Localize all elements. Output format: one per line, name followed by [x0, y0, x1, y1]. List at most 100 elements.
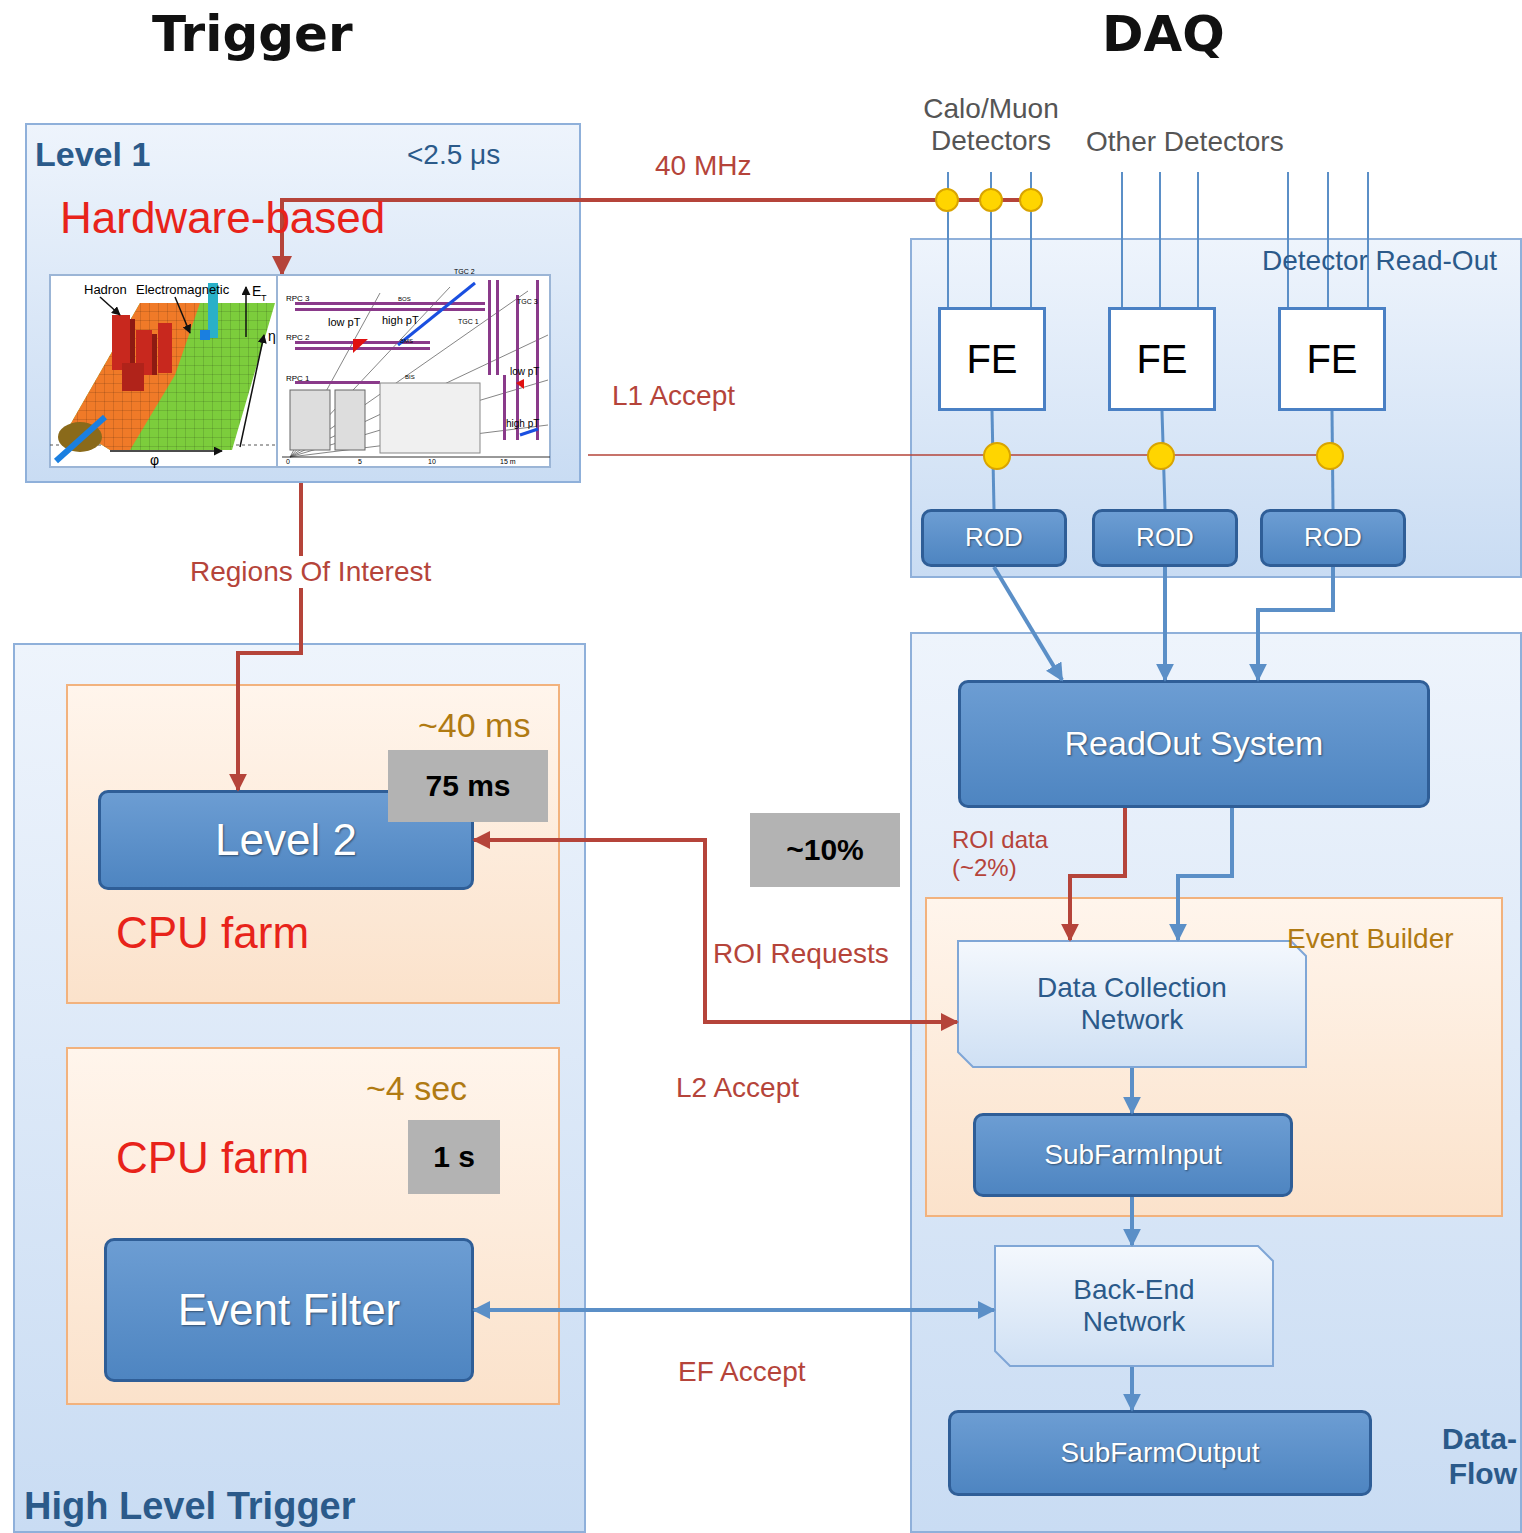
process-box: Event Filter — [104, 1238, 474, 1382]
level1-illustration — [50, 275, 550, 467]
connector — [1070, 808, 1125, 940]
connector-label: ROI data (~2%) — [950, 826, 1066, 881]
figure-label: RPC 2 — [286, 333, 310, 342]
front-end-box: FE — [1108, 307, 1216, 411]
readout-panel: FE FE FE ROD ROD ROD Detector Read-Out — [910, 238, 1522, 578]
box-label: ~10% — [786, 833, 864, 868]
l1-accept-line — [588, 454, 1330, 456]
trigger-signal-line — [282, 200, 1031, 274]
connector — [1130, 1068, 1134, 1113]
rod-box: ROD — [1092, 509, 1238, 567]
box-label: Back-End Network — [1034, 1274, 1234, 1338]
front-end-box: FE — [1278, 307, 1386, 411]
connector — [1130, 1197, 1134, 1245]
box-label: FE — [1136, 336, 1187, 382]
connector — [1162, 411, 1165, 509]
connector — [1163, 567, 1167, 680]
box-label: ROD — [1304, 523, 1362, 553]
panel-heading: ~40 ms — [418, 706, 530, 745]
connector — [994, 567, 1062, 680]
process-box: SubFarmInput — [973, 1113, 1293, 1197]
tap-dots — [936, 189, 1042, 211]
signal-label: L1 Accept — [612, 380, 735, 412]
connector — [1258, 567, 1333, 680]
figure-label: Hadron — [84, 283, 127, 298]
figure-label: 0 — [286, 458, 290, 466]
panel-heading: ~4 sec — [366, 1069, 467, 1108]
figure-label: φ — [150, 452, 159, 468]
figure-label: T — [261, 293, 267, 303]
box-label: FE — [966, 336, 1017, 382]
figure-label: high pT — [506, 418, 539, 430]
figure-label: 5 — [358, 458, 362, 466]
connector — [474, 1308, 994, 1312]
connector — [1130, 1367, 1134, 1410]
panel-heading: High Level Trigger — [24, 1485, 356, 1529]
trigger-group-panel: 75 ms Level 2 ~40 ms CPU farm 1 s Event Filte… — [13, 643, 586, 1533]
figure-label: BOS — [398, 296, 411, 303]
figure-label: low pT — [510, 366, 539, 378]
rod-box: ROD — [1260, 509, 1406, 567]
figure-label: low pT — [328, 316, 360, 329]
figure-label: 15 m — [500, 458, 516, 466]
signal-label: EF Accept — [678, 1356, 806, 1388]
box-label: ReadOut System — [1065, 724, 1324, 763]
junction-dot — [1317, 443, 1343, 469]
latency-tag: 1 s — [408, 1120, 500, 1194]
process-box: ReadOut System — [958, 680, 1430, 808]
rod-box: ROD — [921, 509, 1067, 567]
junction-dot — [984, 443, 1010, 469]
connector — [1332, 411, 1333, 509]
box-label: Data Collection Network — [1007, 972, 1257, 1036]
column-heading: DAQ — [1102, 6, 1225, 64]
connector — [1178, 808, 1232, 940]
figure-label: Electromagnetic — [136, 283, 229, 298]
signal-label: L2 Accept — [676, 1072, 799, 1104]
detector-wires — [948, 172, 1368, 307]
network-box: Back-End Network — [994, 1245, 1274, 1367]
panel-note: CPU farm — [116, 908, 309, 959]
panel-heading: Detector Read-Out — [1262, 245, 1497, 277]
junction-dot — [1148, 443, 1174, 469]
figure-label: 10 — [428, 458, 436, 466]
figure-label: RPC 3 — [286, 294, 310, 303]
connector — [238, 483, 301, 790]
figure-label: TGC 2 — [454, 268, 475, 276]
figure-label: TGC 1 — [458, 318, 479, 326]
column-heading: Trigger — [152, 6, 353, 64]
panel-heading: Level 1 — [35, 135, 150, 174]
latency-tag: 75 ms — [388, 750, 548, 822]
event-builder-panel: Data Collection NetworkSubFarmInput Event… — [925, 897, 1503, 1217]
dataflow-panel: ReadOut SystemData Collection NetworkSub… — [910, 632, 1522, 1533]
panel-note: Hardware-based — [60, 193, 385, 244]
figure-label: BMS — [400, 338, 413, 345]
panel-note: CPU farm — [116, 1133, 309, 1184]
signal-label: 40 MHz — [655, 150, 751, 182]
box-label: 1 s — [433, 1140, 475, 1175]
box-label: SubFarmInput — [1044, 1139, 1221, 1171]
connector — [992, 411, 994, 509]
box-label: ROD — [1136, 523, 1194, 553]
box-label: Event Filter — [178, 1285, 401, 1336]
fraction-tag: ~10% — [750, 813, 900, 887]
signal-label: Other Detectors — [1086, 126, 1284, 158]
panel-heading: Event Builder — [1287, 923, 1454, 955]
connector-label: Regions Of Interest — [188, 556, 433, 588]
panel-note: <2.5 μs — [407, 139, 500, 171]
process-box: SubFarmOutput — [948, 1410, 1372, 1496]
figure-label: RPC 1 — [286, 374, 310, 383]
figure-label: BIS — [405, 374, 415, 381]
box-label: Level 2 — [215, 815, 357, 866]
connector-label: ROI Requests — [711, 938, 891, 970]
box-label: SubFarmOutput — [1060, 1437, 1259, 1469]
connector — [474, 840, 957, 1022]
figure-label: η — [268, 328, 276, 344]
front-end-box: FE — [938, 307, 1046, 411]
figure-label: E — [252, 283, 261, 299]
signal-label: Calo/Muon Detectors — [905, 93, 1077, 157]
panel-heading: Data-Flow — [1425, 1422, 1517, 1491]
cpu-farm-panel: 75 ms Level 2 ~40 ms CPU farm — [66, 684, 560, 1004]
figure-label: high pT — [382, 314, 419, 327]
figure-label: TGC 3 — [517, 298, 538, 306]
